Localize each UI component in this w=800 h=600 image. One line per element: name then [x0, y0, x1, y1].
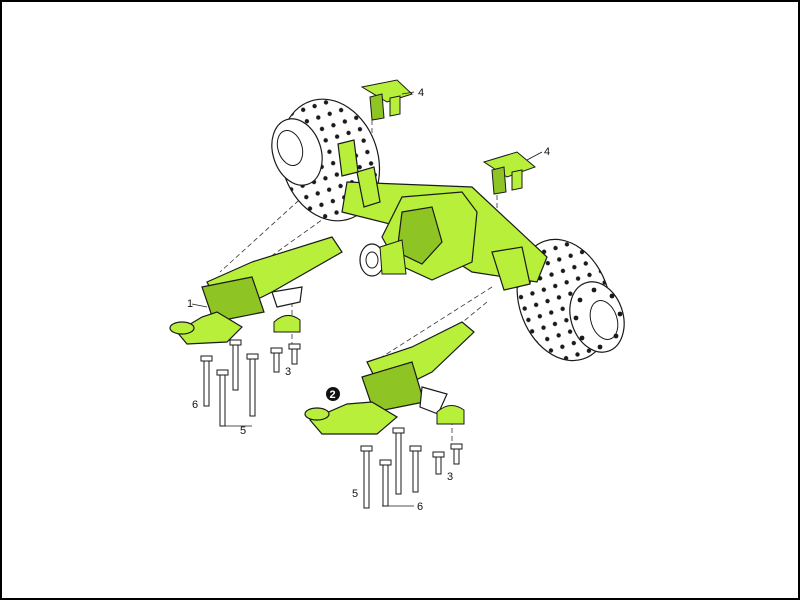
callout-4-top: 4	[418, 87, 424, 99]
callout-5-right: 5	[352, 488, 358, 500]
differential-pinion	[359, 239, 407, 277]
callout-3-left: 3	[285, 366, 291, 378]
bump-stop-right	[482, 151, 536, 195]
callout-3-right: 3	[447, 471, 453, 483]
callout-5-left: 5	[240, 425, 246, 437]
saddle-right	[436, 405, 465, 425]
bump-stop-top	[360, 79, 413, 121]
callout-6-right: 6	[417, 501, 423, 513]
bolts-right	[360, 427, 463, 509]
callout-2: 2	[330, 389, 336, 401]
axle-housing	[337, 139, 548, 291]
callout-1: 1	[187, 298, 193, 310]
callout-leaders	[191, 91, 543, 507]
spring-bracket-right	[304, 321, 475, 435]
callout-2-badge	[326, 387, 340, 401]
bolts-left	[200, 339, 301, 427]
callout-6-left: 6	[192, 399, 198, 411]
saddle-left	[273, 315, 301, 333]
spring-bracket-left	[169, 236, 343, 345]
callout-4-right: 4	[544, 146, 550, 158]
